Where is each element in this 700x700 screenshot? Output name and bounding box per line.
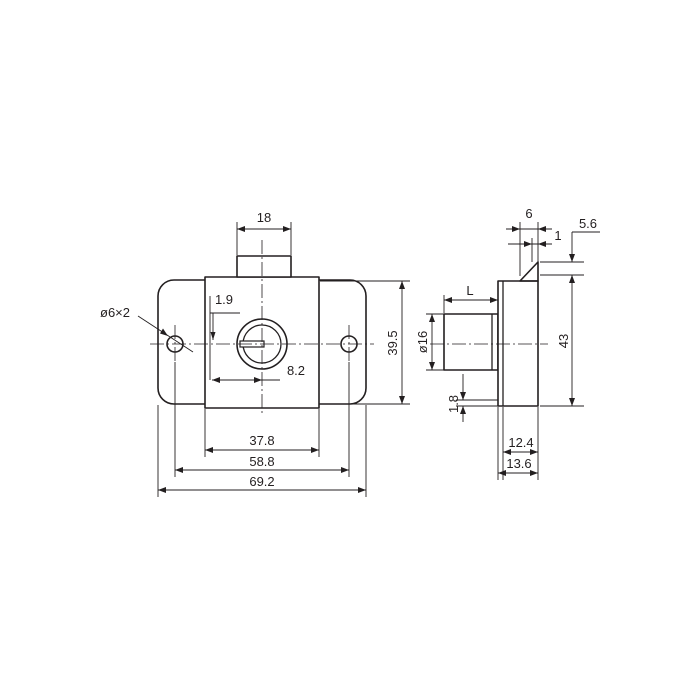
dim-body-width: 37.8 xyxy=(249,433,274,448)
dim-hole-callout: ø6×2 xyxy=(100,305,130,320)
side-latch xyxy=(519,261,539,282)
dim-bottom-step: 1.8 xyxy=(446,395,461,413)
dim-lip: 1 xyxy=(554,228,561,243)
dim-length: L xyxy=(466,283,473,298)
dim-overall-width: 69.2 xyxy=(249,474,274,489)
dim-height: 43 xyxy=(556,334,571,348)
side-cylinder xyxy=(443,313,499,371)
dim-top-tab-width: 18 xyxy=(257,210,271,225)
top-tab xyxy=(236,255,292,278)
dim-latch: 5.6 xyxy=(579,216,597,231)
dim-key-offset: 8.2 xyxy=(287,363,305,378)
dim-slot-offset: 1.9 xyxy=(215,292,233,307)
dim-cylinder-diameter: ø16 xyxy=(415,331,430,353)
side-view: 6 1 5.6 43 L ø16 xyxy=(415,206,600,480)
dim-depth-inner: 12.4 xyxy=(508,435,533,450)
side-body xyxy=(497,280,539,407)
dim-body-height: 39.5 xyxy=(385,330,400,355)
front-view: 18 1.9 8.2 ø6×2 39.5 37.8 xyxy=(100,210,410,497)
dim-top-width: 6 xyxy=(525,206,532,221)
dim-depth-outer: 13.6 xyxy=(506,456,531,471)
dim-hole-spacing: 58.8 xyxy=(249,454,274,469)
